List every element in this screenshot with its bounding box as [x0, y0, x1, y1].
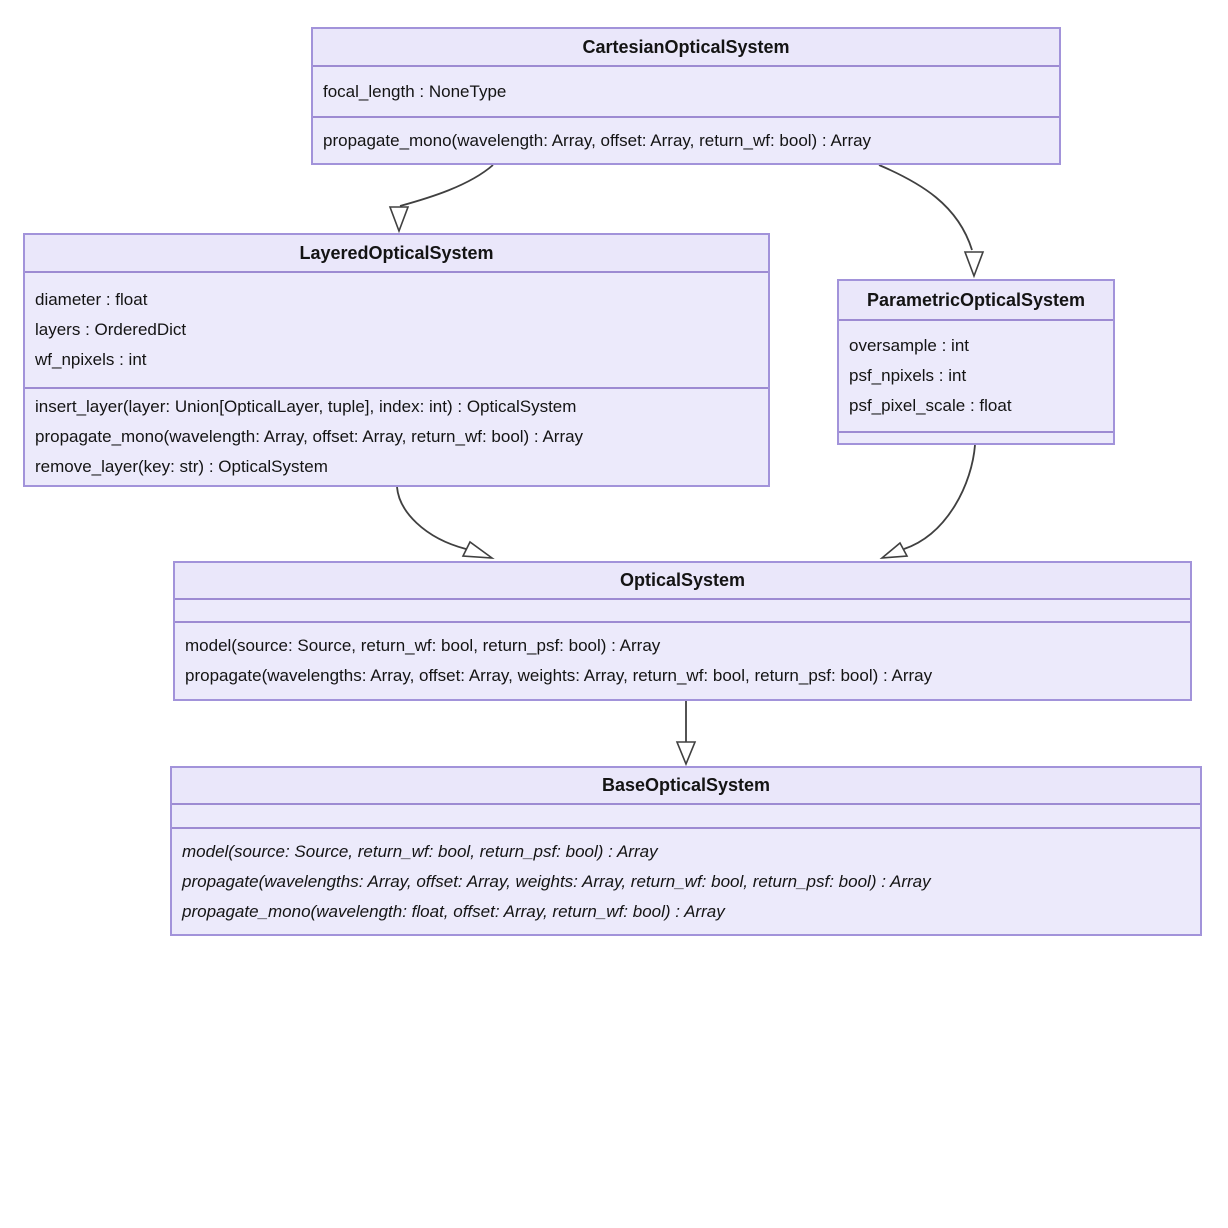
method-line: insert_layer(layer: Union[OpticalLayer, …: [35, 397, 577, 416]
edge-layered-to-optical: [396, 486, 467, 550]
inheritance-arrowhead-parametric: [963, 251, 985, 279]
class-box-cartesian-optical-system: CartesianOpticalSystem focal_length : No…: [311, 27, 1061, 165]
attributes-section-empty: [172, 803, 1200, 827]
attributes-section: diameter : float layers : OrderedDict wf…: [25, 271, 768, 387]
attribute-line: focal_length : NoneType: [323, 81, 507, 101]
inheritance-arrowhead-optical-right: [879, 541, 909, 559]
attributes-section: focal_length : NoneType: [313, 65, 1059, 116]
attribute-line: wf_npixels : int: [35, 350, 147, 369]
inheritance-arrowhead-optical-left: [461, 540, 495, 559]
methods-section: insert_layer(layer: Union[OpticalLayer, …: [25, 387, 768, 485]
class-title: CartesianOpticalSystem: [313, 29, 1059, 65]
attribute-line: psf_pixel_scale : float: [849, 396, 1012, 415]
class-title: LayeredOpticalSystem: [25, 235, 768, 271]
inheritance-arrowhead-base: [675, 741, 697, 767]
class-title: BaseOpticalSystem: [172, 768, 1200, 803]
inheritance-arrowhead-layered: [388, 206, 410, 234]
class-box-layered-optical-system: LayeredOpticalSystem diameter : float la…: [23, 233, 770, 487]
edge-cartesian-to-layered: [399, 164, 494, 207]
class-title: OpticalSystem: [175, 563, 1190, 598]
attribute-line: oversample : int: [849, 336, 969, 355]
methods-section: propagate_mono(wavelength: Array, offset…: [313, 116, 1059, 163]
edge-parametric-to-optical: [903, 444, 976, 550]
attributes-section: oversample : int psf_npixels : int psf_p…: [839, 319, 1113, 431]
method-line: remove_layer(key: str) : OpticalSystem: [35, 457, 328, 476]
methods-section-empty: [839, 431, 1113, 443]
methods-section-abstract: model(source: Source, return_wf: bool, r…: [172, 827, 1200, 934]
method-line: propagate_mono(wavelength: Array, offset…: [35, 427, 584, 446]
method-line: propagate_mono(wavelength: Array, offset…: [323, 130, 872, 150]
method-line: model(source: Source, return_wf: bool, r…: [185, 636, 661, 655]
method-line: propagate_mono(wavelength: float, offset…: [182, 901, 725, 921]
class-box-base-optical-system: BaseOpticalSystem model(source: Source, …: [170, 766, 1202, 936]
attribute-line: layers : OrderedDict: [35, 320, 187, 339]
class-title: ParametricOpticalSystem: [839, 281, 1113, 319]
attribute-line: diameter : float: [35, 290, 148, 309]
method-line: propagate(wavelengths: Array, offset: Ar…: [185, 666, 933, 685]
class-box-optical-system: OpticalSystem model(source: Source, retu…: [173, 561, 1192, 701]
attributes-section-empty: [175, 598, 1190, 621]
method-line: model(source: Source, return_wf: bool, r…: [182, 841, 658, 861]
methods-section: model(source: Source, return_wf: bool, r…: [175, 621, 1190, 699]
edge-cartesian-to-parametric: [878, 164, 973, 251]
class-box-parametric-optical-system: ParametricOpticalSystem oversample : int…: [837, 279, 1115, 445]
method-line: propagate(wavelengths: Array, offset: Ar…: [182, 871, 931, 891]
attribute-line: psf_npixels : int: [849, 366, 967, 385]
